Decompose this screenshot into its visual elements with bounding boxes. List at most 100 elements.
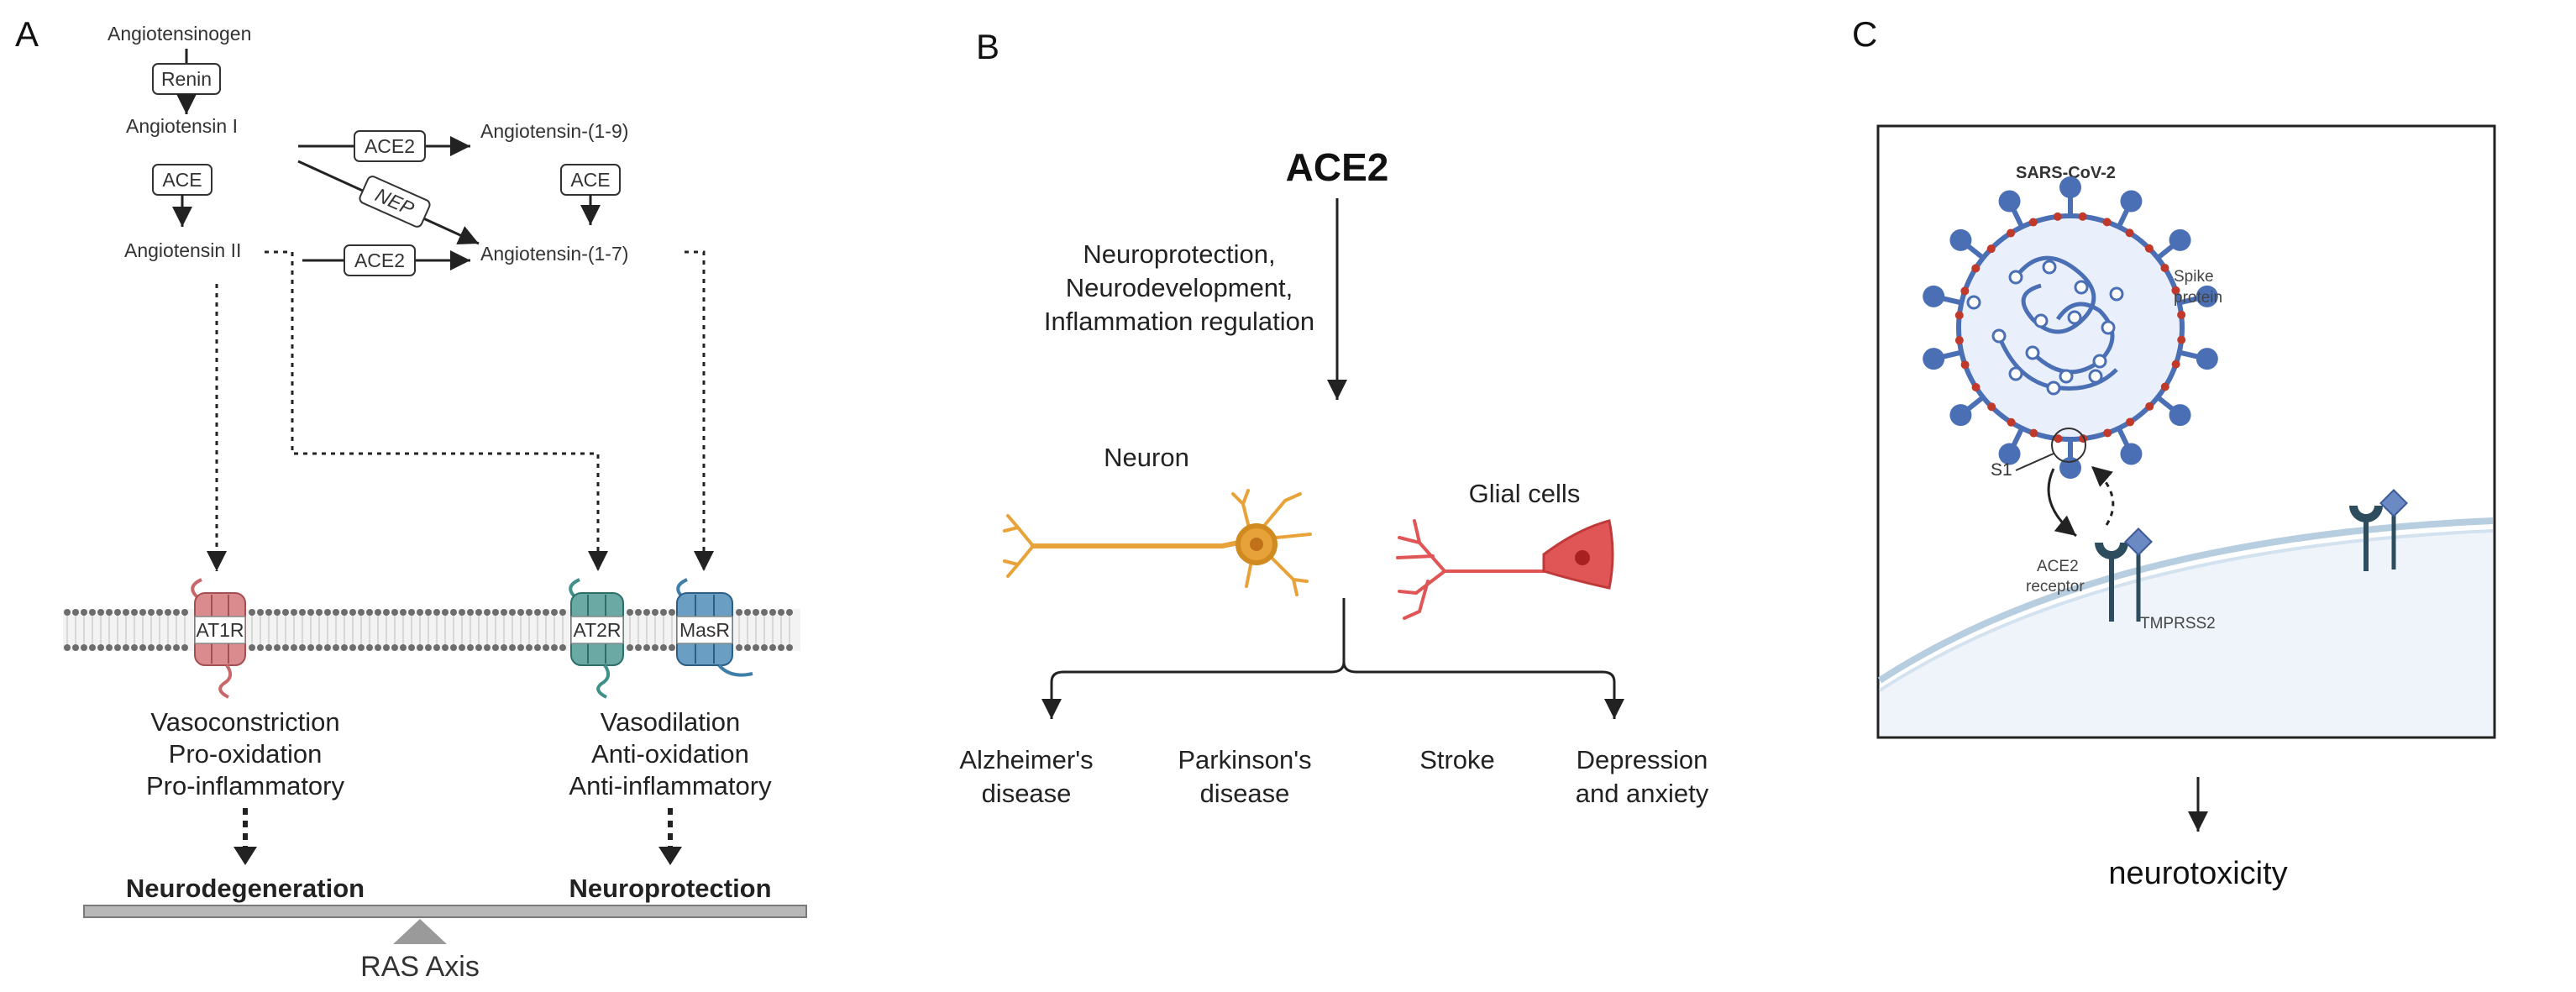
lipid-head [274,609,281,616]
lipid-head [391,609,398,616]
nucleocapsid-bead [2008,270,2023,285]
lipid-head [501,609,507,616]
envelope-protein [1960,286,1970,296]
lipid-head [366,644,373,651]
ace-label-left: ACE [162,169,202,191]
lipid-head [551,609,558,616]
nep-box-group: NEP [359,176,431,228]
ace2-receptor-bound [2095,527,2153,622]
balance-beam [83,905,807,918]
lipid-head [744,609,751,616]
lipid-head [257,609,264,616]
lipid-head [366,609,373,616]
lipid-head [257,644,264,651]
left-outcome-arrowhead [233,847,257,865]
lipid-head [131,644,138,651]
lipid-head [417,609,423,616]
envelope-protein [1987,402,1996,412]
lipid-head [72,644,79,651]
envelope-protein [2125,228,2134,238]
lipid-head [274,644,281,651]
lipid-head [643,609,650,616]
disease-alzheimers-1: Alzheimer's [959,745,1093,774]
s1-leader [2015,453,2054,471]
sars-cov-2-label: SARS-CoV-2 [2016,164,2116,182]
tmprss2-head [2124,527,2153,556]
masr-label: MasR [679,619,730,641]
lipid-head [778,609,784,616]
spike-head [2059,176,2081,198]
lipid-head [64,644,71,651]
lipid-head [543,644,549,651]
lipid-head [534,644,541,651]
lipid-head [156,609,163,616]
nucleocapsid-bead [2033,313,2049,328]
s1-label: S1 [1991,460,2012,480]
lipid-head [173,644,180,651]
envelope-protein [1954,311,1964,320]
spike-head [2120,443,2143,465]
lipid-head [433,609,440,616]
spike-head [1998,443,2021,465]
lipid-head [534,609,541,616]
lipid-head [450,644,457,651]
lipid-head [173,609,180,616]
binding-arrow [2047,468,2077,538]
renin-label: Renin [161,68,212,90]
lipid-head [408,609,415,616]
right-effect-2: Anti-oxidation [591,739,749,769]
envelope-protein [2160,382,2169,391]
panel-a: A Angiotensinogen Renin Angiotensin I AC… [15,14,807,983]
nucleocapsid-bead [2067,310,2082,325]
lipid-head [89,609,96,616]
nucleocapsid-bead [2059,369,2074,384]
envelope-protein [1971,383,1981,392]
lipid-head [106,644,113,651]
lipid-head [383,644,390,651]
lipid-head [358,609,365,616]
lipid-head [106,609,113,616]
panel-c: C SARS-CoV-2 Spike protein S1 [1852,14,2496,891]
masr-tail-bottom [717,664,753,677]
envelope-protein [2126,417,2135,427]
lipid-head [299,609,306,616]
lipid-head [526,644,533,651]
at1r-label: AT1R [196,619,244,641]
lipid-head [467,644,474,651]
role-3: Inflammation regulation [1044,307,1314,336]
lipid-head [316,644,323,651]
lipid-head [635,609,642,616]
nucleocapsid-bead [2046,381,2061,396]
lipid-head [249,609,255,616]
lipid-head [139,644,146,651]
lipid-head [265,609,272,616]
nucleocapsid-bead [2101,320,2116,335]
lipid-head [425,609,432,616]
lipid-head [551,644,558,651]
at2r-label-box [570,616,624,644]
envelope-proteins [1954,212,2186,444]
lipid-head [459,609,465,616]
lipid-head [139,609,146,616]
lipid-head [786,644,793,651]
lipid-head [375,609,381,616]
left-effect-3: Pro-inflammatory [146,771,344,800]
envelope-protein [2160,263,2169,272]
release-arrow [2091,465,2115,526]
lipid-head [383,609,390,616]
envelope-protein [2102,218,2112,227]
panel-b-label: B [976,27,999,66]
lipid-head [442,644,449,651]
cell-membrane-inner [1878,529,2494,692]
lipid-head [744,644,751,651]
lipid-head [559,644,566,651]
lipid-head [349,644,356,651]
nucleocapsid-bead [1991,328,2007,344]
glial-illustration [1396,519,1614,620]
envelope-protein [2054,434,2063,444]
envelope-protein [2177,310,2186,319]
envelope-protein [2171,286,2180,295]
disease-depression-2: and anxiety [1576,779,1709,808]
neuron-nucleus [1250,538,1263,551]
lipid-head [501,644,507,651]
